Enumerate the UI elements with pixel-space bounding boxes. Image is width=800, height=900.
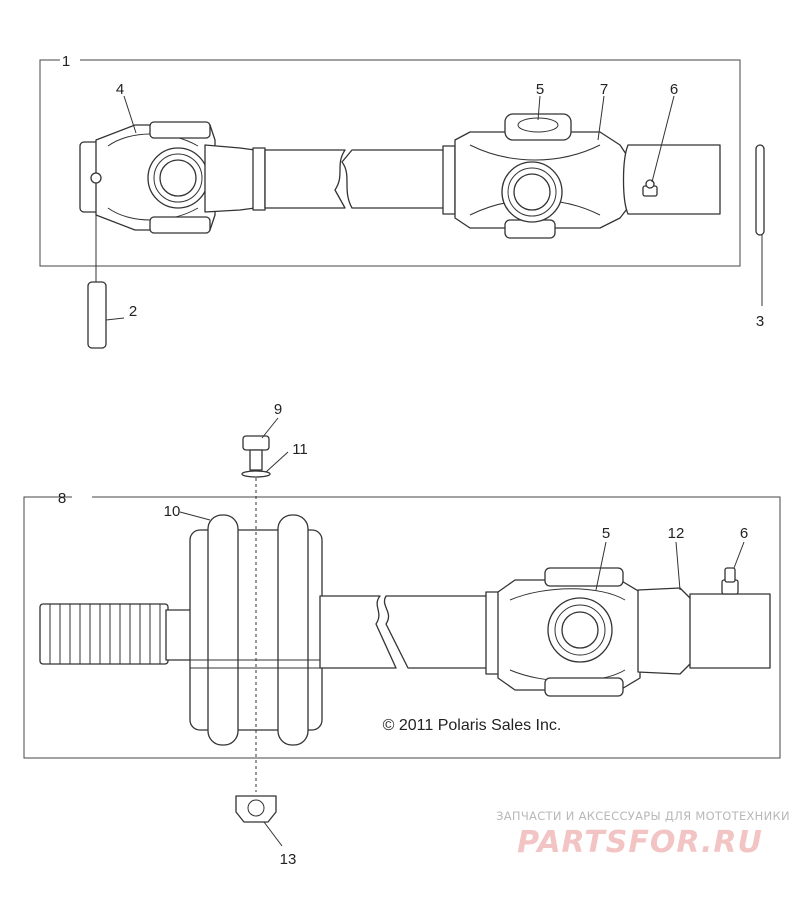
callout-5-top: 5 bbox=[536, 81, 544, 98]
right-cross-bearing bbox=[501, 161, 563, 223]
callout-8: 8 bbox=[58, 490, 66, 507]
copyright-notice: © 2011 Polaris Sales Inc. bbox=[383, 717, 562, 734]
right-shaft-collar bbox=[442, 145, 456, 215]
top-assembly-frame bbox=[39, 59, 741, 267]
callout-13: 13 bbox=[280, 851, 297, 868]
bottom-shaft-tube bbox=[319, 595, 489, 669]
middle-shaft-tube bbox=[264, 149, 446, 209]
callout-11: 11 bbox=[292, 441, 308, 458]
roll-pin bbox=[87, 172, 107, 349]
bottom-assembly-frame bbox=[23, 496, 781, 759]
callout-4: 4 bbox=[116, 81, 124, 98]
callout-3: 3 bbox=[756, 313, 764, 330]
callout-6-top: 6 bbox=[670, 81, 678, 98]
left-yoke-neck bbox=[204, 144, 256, 213]
callout-5-bottom: 5 bbox=[602, 525, 610, 542]
flange-nut bbox=[235, 795, 277, 823]
spring-pin bbox=[755, 144, 765, 236]
callout-7: 7 bbox=[600, 81, 608, 98]
callout-1: 1 bbox=[62, 53, 70, 70]
leader-lines bbox=[105, 95, 763, 847]
bolt bbox=[242, 435, 270, 471]
callout-6-bottom: 6 bbox=[740, 525, 748, 542]
splined-stub-shaft bbox=[39, 603, 195, 665]
right-output-shaft bbox=[622, 144, 721, 215]
grease-fitting-bottom bbox=[721, 567, 739, 595]
watermark: ЗАПЧАСТИ И АКСЕССУАРЫ ДЛЯ МОТОТЕХНИКИ PA… bbox=[496, 809, 790, 860]
callout-12: 12 bbox=[668, 525, 685, 542]
watermark-brand: PARTSFOR.RU bbox=[517, 825, 763, 860]
watermark-tagline: ЗАПЧАСТИ И АКСЕССУАРЫ ДЛЯ МОТОТЕХНИКИ bbox=[496, 809, 790, 823]
callout-9: 9 bbox=[274, 401, 282, 418]
left-shaft-collar bbox=[252, 147, 266, 211]
callout-2: 2 bbox=[129, 303, 137, 320]
washer bbox=[241, 470, 271, 478]
callout-10: 10 bbox=[164, 503, 181, 520]
bottom-cross-bearing bbox=[547, 597, 613, 663]
left-cross-bearing bbox=[147, 147, 209, 209]
top-assembly bbox=[39, 59, 741, 267]
bottom-yoke-neck bbox=[637, 587, 693, 675]
callout-labels: 1 2 3 4 5 6 7 8 9 10 11 5 12 6 13 bbox=[58, 53, 764, 868]
bottom-output-shaft bbox=[689, 593, 771, 669]
